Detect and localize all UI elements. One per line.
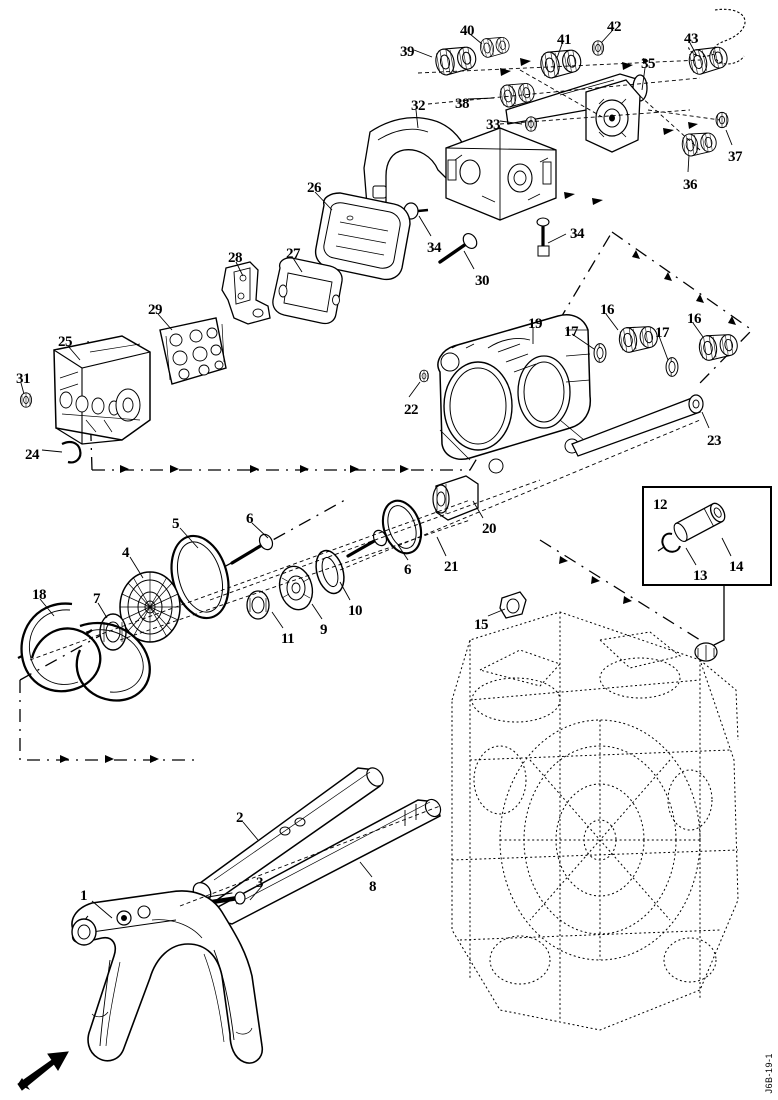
callout-39: 39 <box>400 44 415 60</box>
callout-8: 8 <box>369 879 377 895</box>
part-36-roller <box>680 129 719 158</box>
callout-30: 30 <box>475 273 490 289</box>
part-34-bolt-right <box>536 217 550 257</box>
part-22-pin <box>419 369 429 383</box>
part-25-valve-body <box>53 335 151 445</box>
callout-28: 28 <box>228 250 243 266</box>
callout-35: 35 <box>641 56 656 72</box>
part-19-center-support-housing <box>437 314 592 474</box>
part-29-gasket-plate <box>159 317 227 385</box>
transmission-case-phantom <box>451 611 739 1031</box>
callout-23: 23 <box>707 433 722 449</box>
callout-29: 29 <box>148 302 163 318</box>
part-6-bolt-right <box>346 529 388 558</box>
callout-25: 25 <box>58 334 73 350</box>
callout-22: 22 <box>404 402 419 418</box>
callout-36: 36 <box>683 177 698 193</box>
part-6-bolt-left <box>230 533 274 565</box>
part-18-twisted-ring <box>17 602 151 702</box>
callout-34b: 34 <box>570 226 585 242</box>
callout-13: 13 <box>693 568 708 584</box>
boundary-arrow-ticks <box>60 250 736 763</box>
part-14-sleeve <box>673 502 726 543</box>
front-direction-arrow <box>17 1051 69 1091</box>
part-42-nut <box>591 40 605 56</box>
part-26-cover-plate <box>314 192 411 281</box>
callout-38: 38 <box>455 96 470 112</box>
callout-1: 1 <box>80 888 88 904</box>
callout-9: 9 <box>320 622 328 638</box>
callout-2: 2 <box>236 810 244 826</box>
callout-21: 21 <box>444 559 459 575</box>
part-10-washer <box>315 549 345 595</box>
callout-12: 12 <box>653 497 668 513</box>
callout-5: 5 <box>172 516 180 532</box>
part-31-plug <box>19 392 33 408</box>
callout-7: 7 <box>93 591 101 607</box>
callout-11: 11 <box>281 631 295 647</box>
part-15-fitting <box>499 591 527 619</box>
callout-41: 41 <box>557 32 572 48</box>
part-11-bushing <box>246 590 270 620</box>
part-30-bolt <box>438 232 478 264</box>
part-28-bracket <box>221 261 271 325</box>
callout-18: 18 <box>32 587 47 603</box>
callout-19: 19 <box>528 316 543 332</box>
inset-detail-box <box>642 486 772 653</box>
part-17-snapring-a <box>593 343 607 363</box>
callout-27: 27 <box>286 246 301 262</box>
part-20-sleeve <box>432 475 479 521</box>
part-24-clip <box>61 440 82 464</box>
part-7-seal <box>99 613 127 651</box>
part-5-oring <box>170 534 230 620</box>
part-23-shaft <box>571 394 704 457</box>
callout-17b: 17 <box>655 325 670 341</box>
callout-33: 33 <box>486 117 501 133</box>
callout-34a: 34 <box>427 240 442 256</box>
part-9-gear-washer <box>278 565 314 611</box>
explosion-axis-lines <box>417 59 721 151</box>
callout-32: 32 <box>411 98 426 114</box>
callout-15: 15 <box>474 617 489 633</box>
explosion-arrow-heads <box>500 58 698 205</box>
part-33-nut <box>524 116 538 132</box>
callout-6a: 6 <box>246 511 254 527</box>
callout-40: 40 <box>460 23 475 39</box>
callout-37: 37 <box>728 149 743 165</box>
part-16-bearing-a <box>617 323 660 354</box>
callout-10: 10 <box>348 603 363 619</box>
callout-20: 20 <box>482 521 497 537</box>
part-21-oring <box>381 499 423 555</box>
callout-43: 43 <box>684 31 699 47</box>
return-spring <box>687 8 746 65</box>
callout-16a: 16 <box>600 302 615 318</box>
callout-6b: 6 <box>404 562 412 578</box>
part-16-bearing-b <box>697 331 740 362</box>
callout-4: 4 <box>122 545 130 561</box>
drawing-id-label: J6B-19-1 <box>764 1053 774 1094</box>
callout-16b: 16 <box>687 311 702 327</box>
callout-42: 42 <box>607 19 622 35</box>
callout-31: 31 <box>16 371 31 387</box>
part-1-shift-fork <box>71 890 264 1064</box>
callout-14: 14 <box>729 559 744 575</box>
callout-24: 24 <box>25 447 40 463</box>
part-13-clip <box>657 532 681 553</box>
part-41-roller <box>538 46 584 80</box>
interlock-plate-assembly <box>445 127 557 221</box>
part-27-seal-cover <box>272 257 343 325</box>
callout-17a: 17 <box>564 324 579 340</box>
callout-3: 3 <box>256 875 264 891</box>
inset-target-fitting <box>694 642 718 662</box>
callout-26: 26 <box>307 180 322 196</box>
part-43-roller <box>686 43 730 77</box>
part-40-roller <box>478 34 512 59</box>
part-17-snapring-b <box>665 357 679 377</box>
